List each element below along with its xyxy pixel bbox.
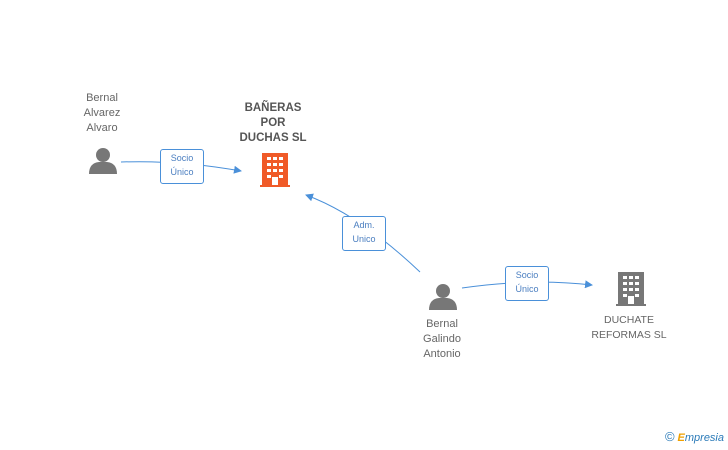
person-icon[interactable]	[429, 284, 457, 310]
building-icon[interactable]	[616, 272, 646, 306]
person-icon[interactable]	[89, 148, 117, 174]
empresia-logo: ©Empresia	[665, 429, 724, 444]
person-label-bernal-galindo-antonio[interactable]: Bernal Galindo Antonio	[423, 318, 461, 360]
company-label-duchate-reformas[interactable]: DUCHATE REFORMAS SL	[591, 314, 667, 341]
brand-name: mpresia	[684, 432, 724, 444]
edge-label-socio-unico: Socio Único	[160, 149, 204, 184]
company-label-banneras-por-duchas[interactable]: BAÑERAS POR DUCHAS SL	[239, 102, 307, 144]
brand-initial: E	[677, 432, 685, 444]
building-icon[interactable]	[260, 153, 290, 187]
edge-label-adm-unico: Adm. Unico	[342, 216, 386, 251]
person-label-bernal-alvarez-alvaro[interactable]: Bernal Alvarez Alvaro	[83, 92, 121, 134]
edge-label-socio-unico: Socio Único	[505, 266, 549, 301]
copyright-symbol: ©	[664, 429, 675, 444]
